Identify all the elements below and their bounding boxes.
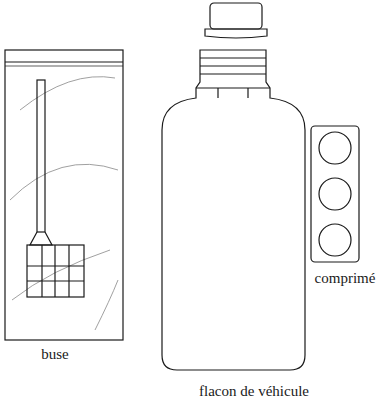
bottle-cap [205,3,267,38]
part-label: comprimé [315,270,376,287]
part-label: flacon de véhicule [199,383,309,400]
part-label: buse [41,346,69,363]
tablet-strip [311,126,359,262]
vehicle-bottle [162,50,305,370]
nozzle [27,80,84,297]
nozzle-bag [5,50,123,340]
